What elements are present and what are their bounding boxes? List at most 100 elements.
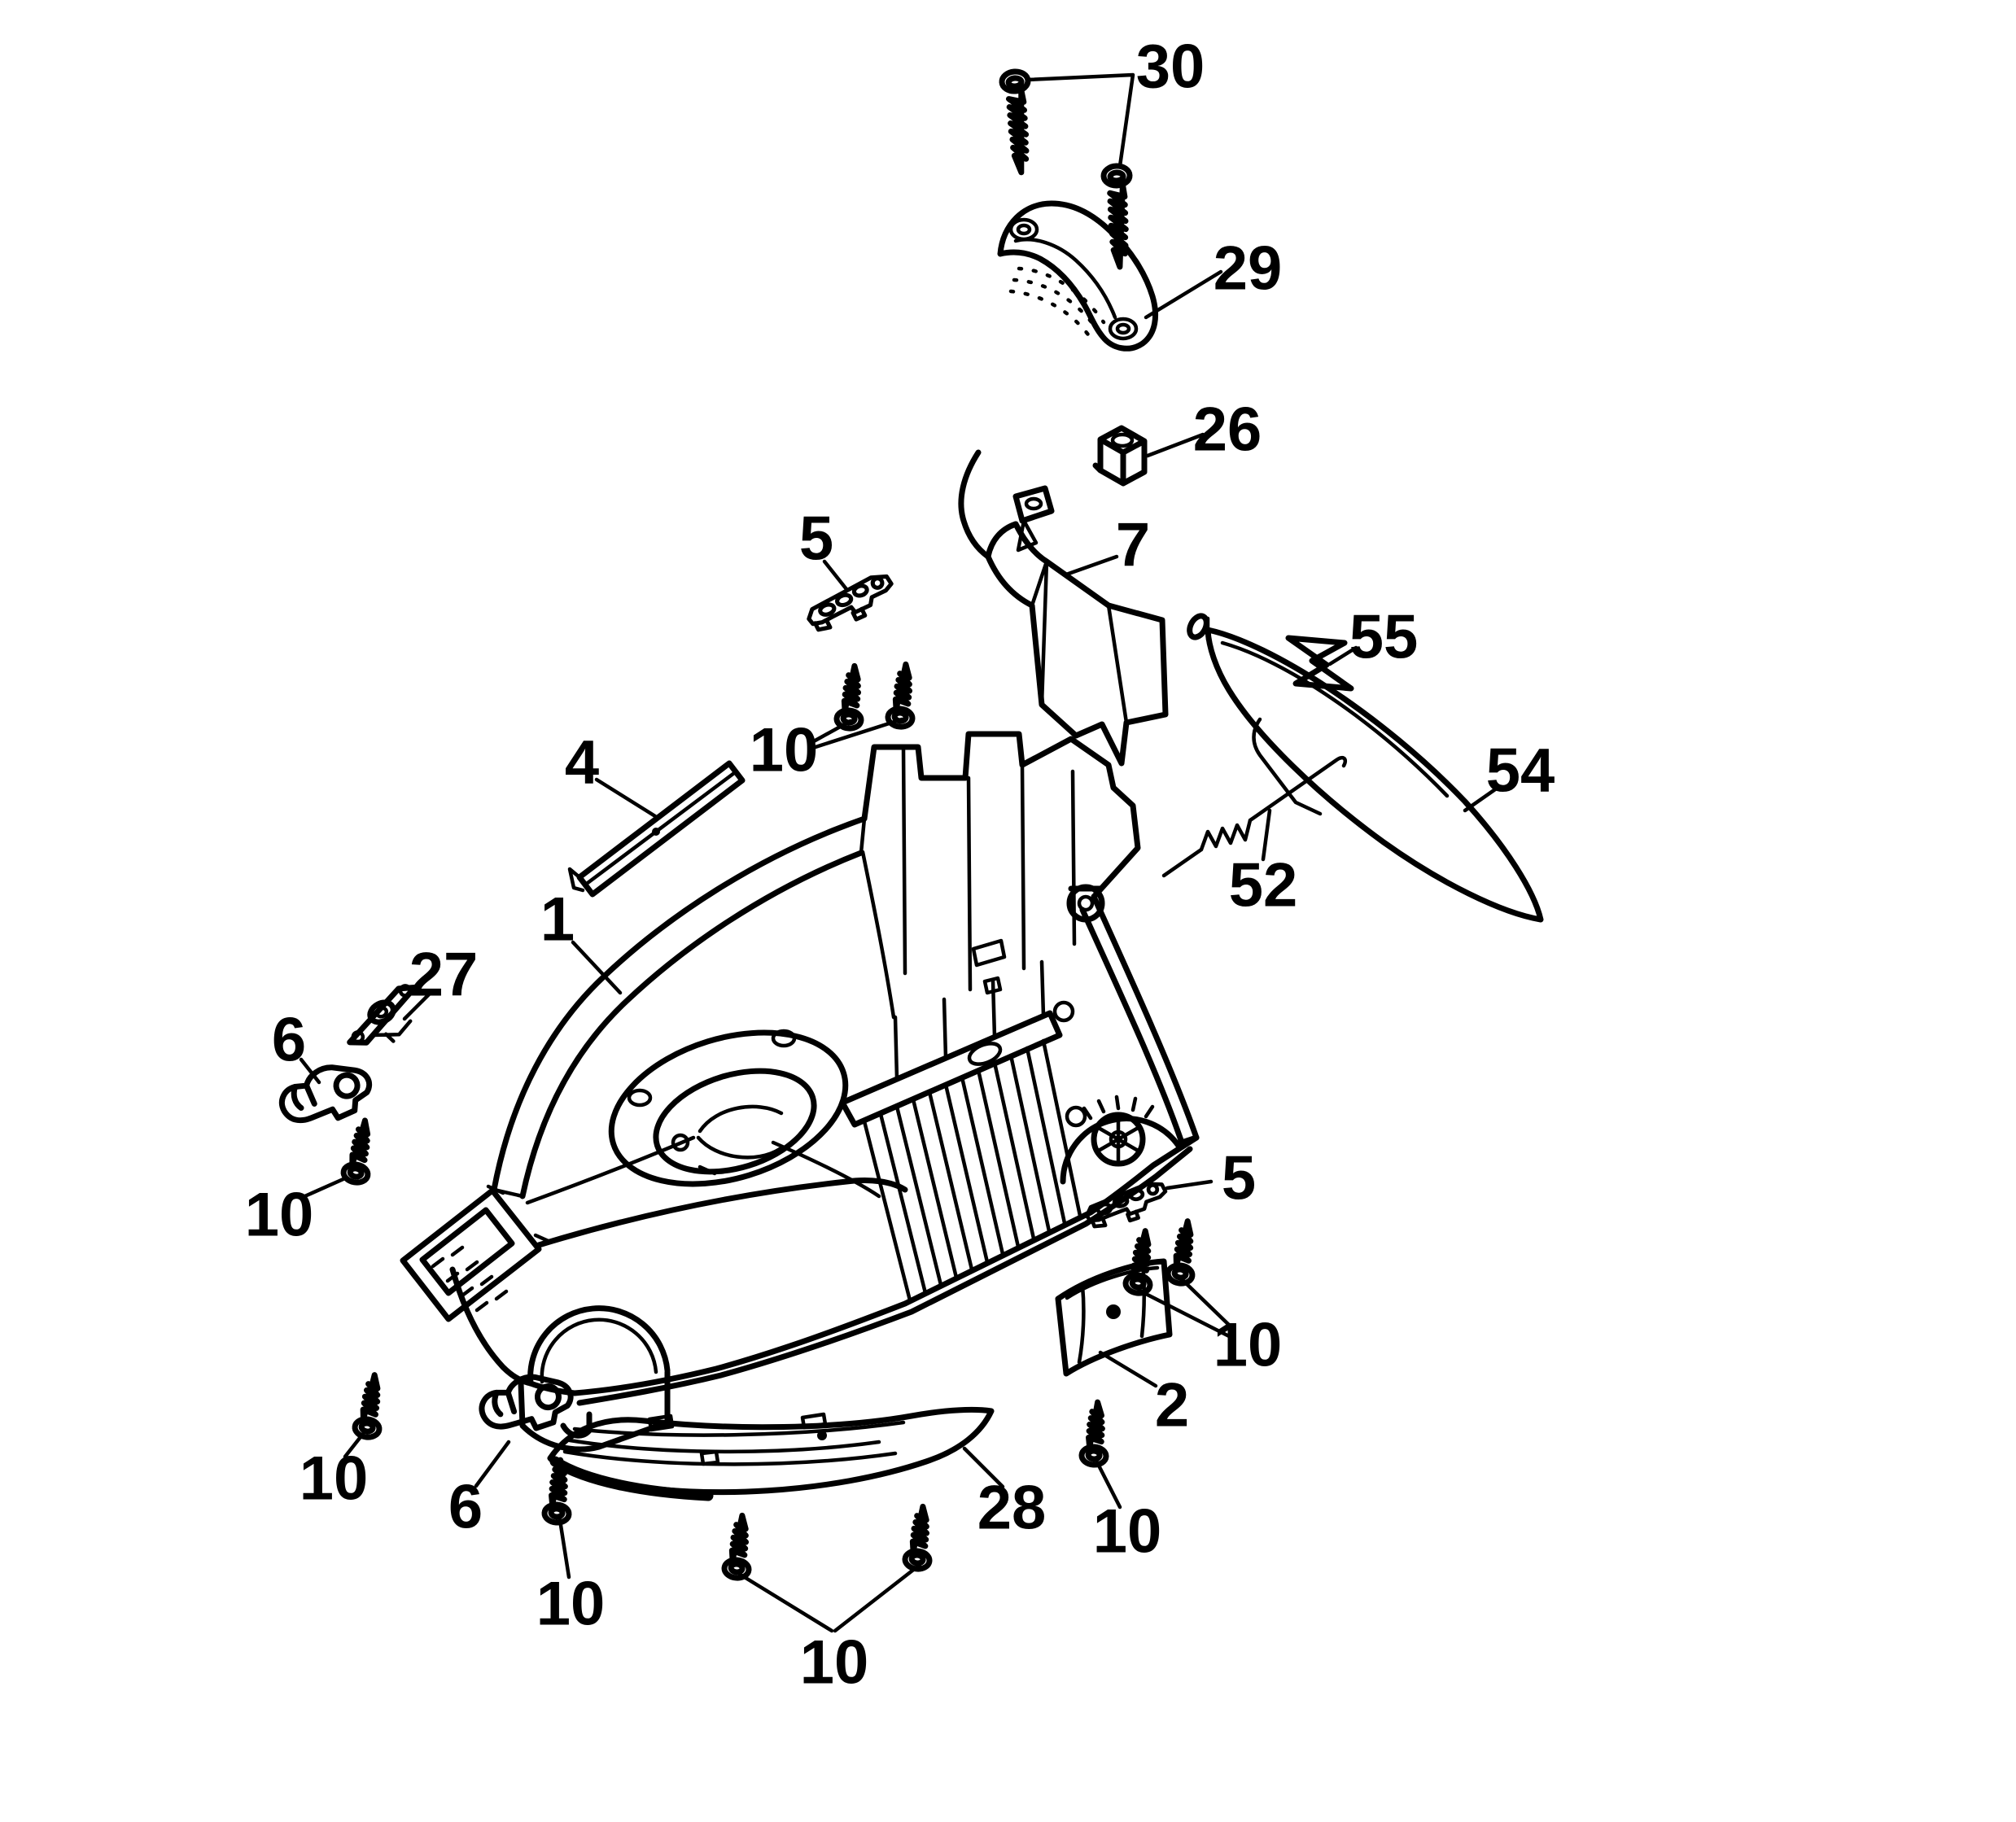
leader-10-pair-right (1137, 1277, 1235, 1339)
deck-stipple (431, 1245, 509, 1313)
leader-10-bottom-left (343, 1431, 365, 1459)
skirt-shadow (549, 1456, 714, 1501)
leader-10-right (1095, 1460, 1122, 1510)
callout-6-bottom: 6 (448, 1473, 483, 1542)
spring-wire (1248, 755, 1348, 823)
deck-hand-slot (419, 1207, 515, 1296)
screw-10-e (1167, 1220, 1200, 1285)
clip-hole-b (398, 984, 413, 998)
grip-boss-left-hole (1016, 223, 1032, 236)
part-4-trim-strip (567, 760, 746, 898)
deck-front-wall-top (536, 1177, 908, 1248)
part-29-handle-grip (997, 200, 1159, 352)
grip-boss-right (1108, 317, 1139, 341)
callout-10-bottom-mid: 10 (536, 1570, 606, 1639)
part-10-screws (342, 663, 1200, 1580)
deck-bumper-outline (400, 1187, 542, 1322)
leader-27 (402, 992, 431, 1021)
leader-10-pair-left (810, 717, 904, 749)
screw-10-g (354, 1374, 387, 1439)
deck-dashes (486, 1164, 717, 1244)
leader-10-bottom-mid (558, 1518, 571, 1580)
clip-hole-a (351, 1030, 365, 1044)
adjuster-gear-spokes (1095, 1112, 1142, 1166)
clip-boss (367, 999, 396, 1025)
nut-faces (1092, 425, 1148, 487)
engine-ring-inner (653, 1068, 817, 1175)
spring-coil (1199, 818, 1253, 852)
trim-dot (652, 828, 660, 836)
door-hinge-rod (1187, 613, 1209, 640)
callout-28: 28 (977, 1474, 1047, 1543)
deck-panel-hole (1052, 1000, 1075, 1023)
plate-outline (1055, 1258, 1173, 1377)
deck-engine-opening (608, 1029, 849, 1187)
cover-ear-hole (1024, 496, 1043, 511)
adjuster-arch (1060, 1116, 1182, 1185)
skirt-hole (699, 1449, 720, 1466)
cover-arm (958, 449, 1019, 560)
part-28-front-skirt (547, 1406, 995, 1501)
part-27-clip-bracket (347, 984, 418, 1046)
leader-54 (1463, 785, 1500, 813)
skirt-dot (817, 1431, 827, 1440)
leader-26 (1145, 432, 1205, 458)
callout-26: 26 (1193, 395, 1262, 465)
screw-30-a (1001, 71, 1034, 173)
leader-5-right (1165, 1179, 1214, 1191)
leader-10-under-6 (299, 1176, 348, 1200)
deck-wheel-arch-inner (540, 1317, 658, 1384)
callout-30: 30 (1136, 33, 1205, 102)
grip-inner-line (1013, 238, 1117, 320)
callout-6-left: 6 (272, 1006, 306, 1075)
cover-body (985, 521, 1169, 767)
callout-10-bottom-vee: 10 (800, 1628, 869, 1697)
grip-outline (997, 200, 1159, 352)
trim-inner-line (585, 771, 737, 885)
trim-foot (567, 867, 585, 893)
leader-2 (1098, 1350, 1158, 1388)
callout-5-left: 5 (799, 505, 833, 574)
grip-stipple (1008, 266, 1106, 343)
door-outline (1205, 627, 1544, 923)
part-55-decal (1285, 635, 1354, 692)
part-52-spring (1161, 755, 1348, 878)
deck-rear-panel-edges (1068, 885, 1200, 1146)
grip-boss-left (1008, 217, 1039, 242)
trim-outline (576, 760, 746, 898)
plate-dot (1106, 1304, 1121, 1319)
door-inner-arc (1220, 640, 1450, 798)
part-2-cover-plate (1055, 1258, 1173, 1377)
part-5-bracket-left (802, 572, 899, 632)
callout-52: 52 (1229, 851, 1298, 920)
deck-wheel-arch (527, 1305, 671, 1387)
leader-30 (1025, 72, 1135, 168)
deck-tower-walls (901, 745, 1077, 992)
callout-29: 29 (1214, 234, 1283, 304)
callout-1: 1 (540, 885, 575, 955)
deck-tower-outline (861, 731, 1141, 900)
leader-1 (571, 940, 623, 995)
screw-10-j (904, 1505, 935, 1571)
leader-lines (299, 72, 1500, 1633)
leader-5-left (822, 559, 849, 592)
leader-55 (1327, 645, 1358, 666)
part-1-deck-housing (400, 731, 1200, 1453)
skirt-tabs (647, 1412, 828, 1432)
deck-ribs (862, 1038, 1082, 1303)
leader-29 (1144, 269, 1223, 320)
callout-2: 2 (1155, 1371, 1189, 1440)
cover-face-edges (1030, 559, 1129, 725)
spring-tail (1161, 847, 1204, 878)
callout-10-right: 10 (1093, 1497, 1162, 1566)
clip-boss-hole (374, 1006, 389, 1019)
engine-hub-lines (696, 1104, 784, 1160)
deck-rail-slot (967, 1042, 1003, 1066)
adjuster-pivot (1065, 1105, 1087, 1128)
leader-7 (1064, 554, 1119, 577)
cover-ear (1012, 485, 1055, 524)
callout-10-pair-left: 10 (750, 716, 819, 785)
leader-6-bottom (474, 1440, 511, 1488)
screw-10-f (1081, 1401, 1109, 1466)
deck-boss-a (627, 1088, 653, 1108)
